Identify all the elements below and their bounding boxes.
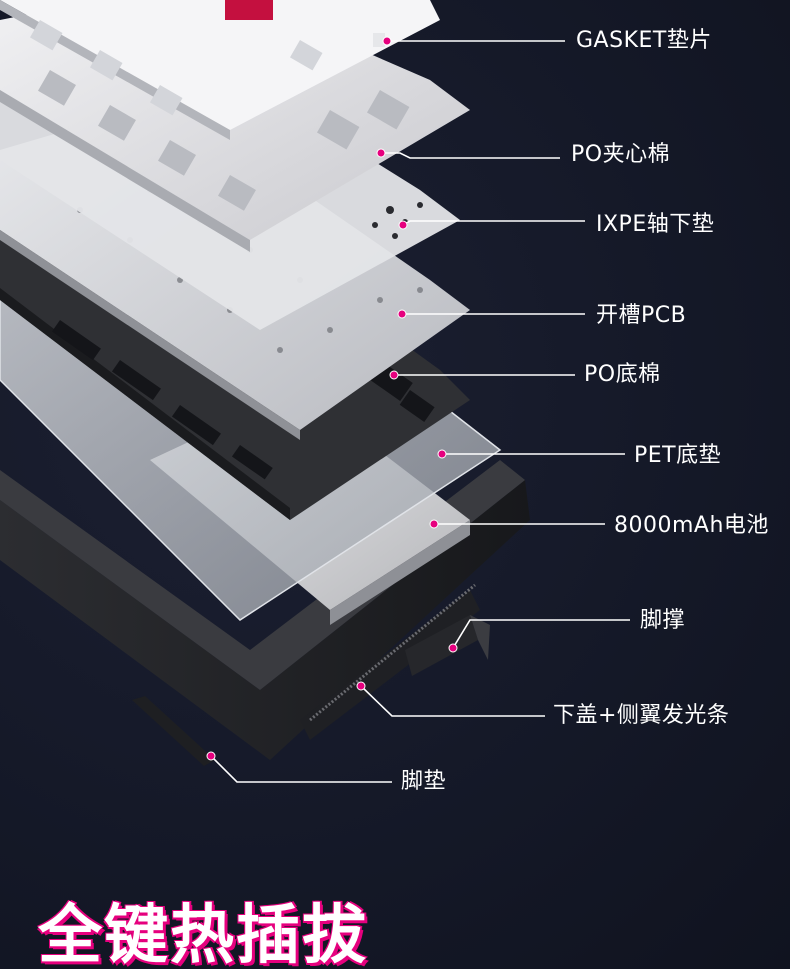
feet-pad-part xyxy=(132,696,215,766)
label-gasket: GASKET垫片 xyxy=(576,28,712,53)
label-slotted-pcb: 开槽PCB xyxy=(596,303,687,328)
label-feet: 脚垫 xyxy=(401,769,447,794)
label-po-sandwich-foam: PO夹心棉 xyxy=(571,142,671,167)
label-ixpe-pad: IXPE轴下垫 xyxy=(596,212,715,237)
headline-title: 全键热插拔 xyxy=(38,899,368,969)
label-kickstand: 脚撑 xyxy=(640,608,686,633)
gasket-plate-layer xyxy=(0,0,440,140)
label-pet-pad: PET底垫 xyxy=(634,443,722,468)
label-bottom-case: 下盖+侧翼发光条 xyxy=(553,703,730,728)
label-po-bottom-foam: PO底棉 xyxy=(584,362,661,387)
bottom-case-layer xyxy=(0,460,530,760)
callout-dots xyxy=(206,36,458,761)
label-battery: 8000mAh电池 xyxy=(614,513,769,538)
kickstand-part xyxy=(405,615,490,676)
